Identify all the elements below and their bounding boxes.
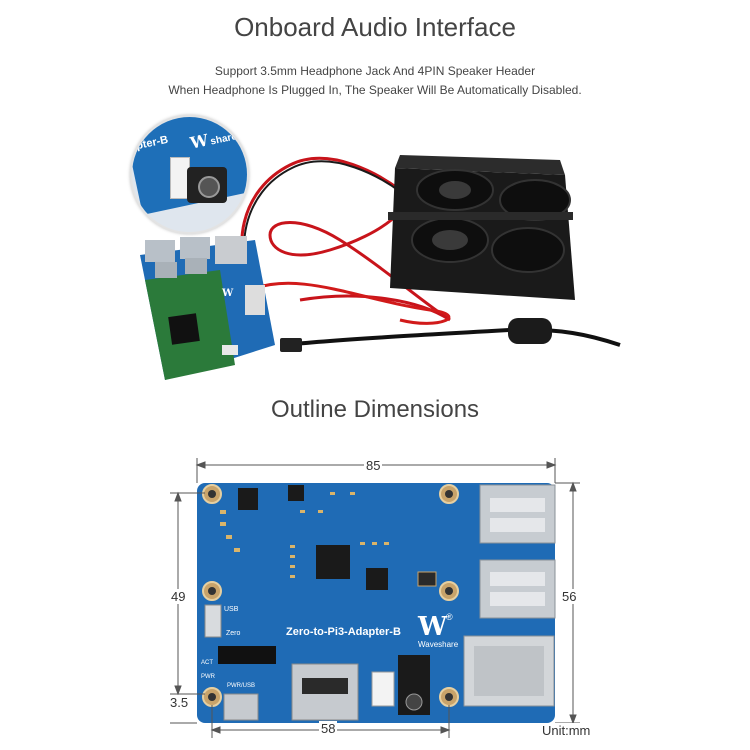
audio-chip <box>366 568 388 590</box>
unit-label: Unit:mm <box>540 723 593 738</box>
silk-act-label: ACT <box>201 660 213 666</box>
red-cable <box>240 156 451 322</box>
gpio-header <box>218 646 276 664</box>
usb-hub-chip <box>316 545 350 579</box>
speaker-header <box>371 671 395 707</box>
headphone-jack <box>187 167 227 203</box>
svg-text:W: W <box>417 612 448 642</box>
audio-section-title: Onboard Audio Interface <box>234 12 516 42</box>
silk-pwr-label: PWR <box>201 674 215 680</box>
black-usb-cable <box>284 327 621 347</box>
silk-zero-label: Zero <box>226 630 241 637</box>
registered-mark: ® <box>446 612 453 622</box>
connector-zoom-inset: pter-B Wshare <box>130 115 249 234</box>
audio-subtitle-line2: When Headphone Is Plugged In, The Speake… <box>168 83 582 97</box>
audio-photo: W <box>140 155 621 380</box>
silk-usb-label: USB <box>224 606 239 613</box>
dim-width-bottom: 58 <box>319 721 338 736</box>
usb-port-bottom <box>479 559 556 619</box>
speaker-box <box>388 155 575 300</box>
dim-height-right: 56 <box>560 589 579 604</box>
board-photo: W <box>140 236 275 380</box>
zero-usb-connector <box>204 604 222 638</box>
dimensions-title: Outline Dimensions <box>270 396 480 423</box>
ferrite-bead <box>508 318 552 344</box>
dim-offset-small: 3.5 <box>168 695 191 710</box>
audio-subtitle-line1: Support 3.5mm Headphone Jack And 4PIN Sp… <box>214 64 536 78</box>
svg-text:W: W <box>221 288 234 299</box>
silk-pwrusb-label: PWR/USB <box>227 683 256 689</box>
usb-port-top <box>479 484 556 544</box>
dim-width-top: 85 <box>364 458 383 473</box>
board-name-label: Zero-to-Pi3-Adapter-B <box>286 626 401 638</box>
brand-label: Waveshare <box>418 640 459 649</box>
dim-height-left: 49 <box>169 589 188 604</box>
dimension-drawing: W <box>170 458 580 738</box>
power-usb-port <box>223 693 259 721</box>
